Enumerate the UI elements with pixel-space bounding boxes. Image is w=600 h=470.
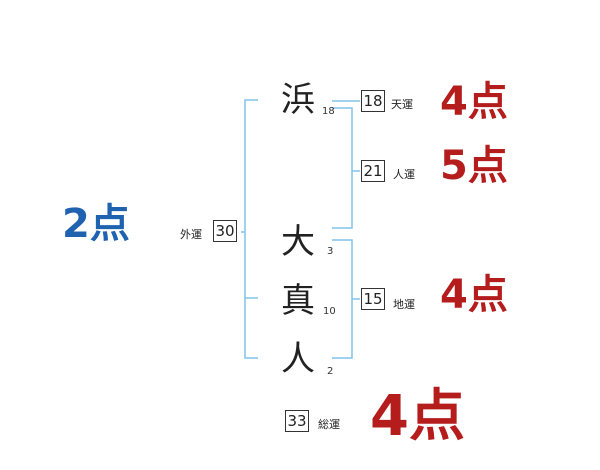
person-label: 人運 (393, 168, 415, 181)
earth-value-box: 15 (361, 288, 385, 310)
total-label: 総運 (318, 418, 340, 431)
heaven-score: 4点 (440, 79, 508, 125)
person-score: 5点 (440, 143, 508, 189)
person-bracket (332, 107, 353, 229)
heaven-label: 天運 (391, 98, 413, 111)
name-char-dai: 大 (281, 222, 315, 262)
outer-score: 2点 (62, 201, 130, 247)
earth-label: 地運 (393, 298, 415, 311)
total-value-box: 33 (285, 410, 309, 432)
stroke-count-hito: 2 (327, 366, 334, 377)
name-char-hito: 人 (281, 339, 315, 379)
name-char-hama: 浜 (281, 80, 315, 120)
outer-value-box: 30 (213, 220, 237, 242)
name-char-ma: 真 (281, 281, 315, 321)
outer-bracket (244, 99, 258, 359)
person-value-box: 21 (361, 160, 385, 182)
stroke-count-dai: 3 (327, 246, 334, 257)
total-score: 4点 (370, 384, 465, 449)
outer-label: 外運 (180, 228, 202, 241)
stroke-count-hama: 18 (322, 106, 335, 117)
heaven-value-box: 18 (361, 90, 385, 112)
earth-bracket (332, 239, 353, 359)
earth-score: 4点 (440, 272, 508, 318)
stroke-count-ma: 10 (323, 306, 336, 317)
